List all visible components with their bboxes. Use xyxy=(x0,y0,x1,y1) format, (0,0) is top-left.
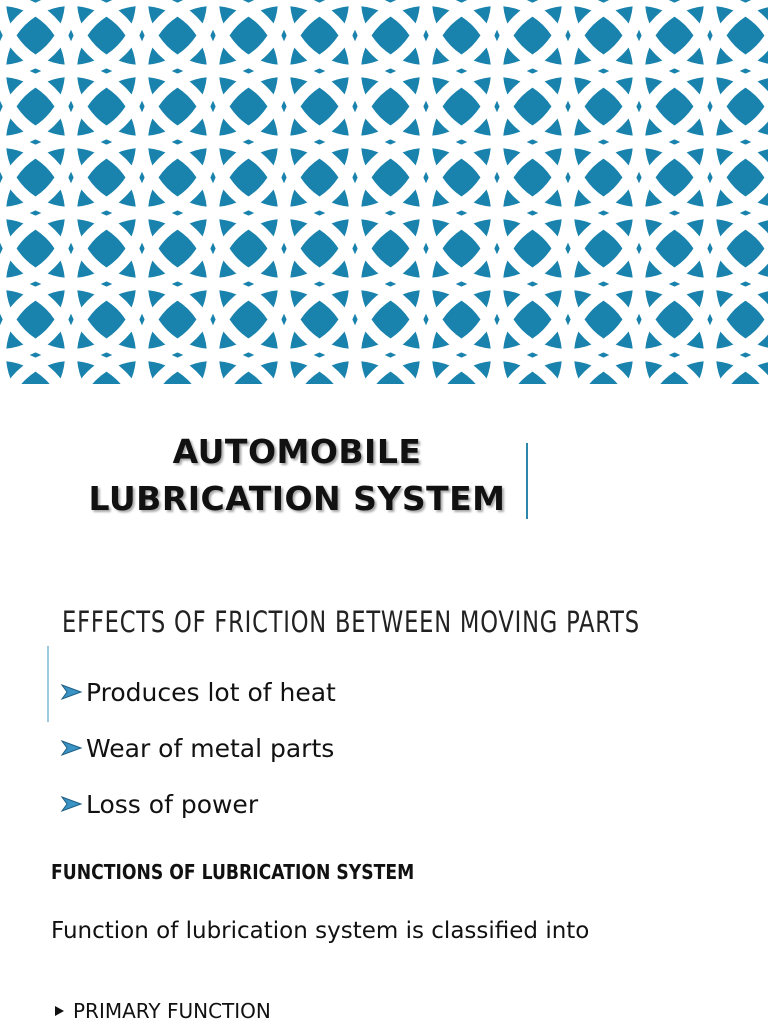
functions-intro: Function of lubrication system is classi… xyxy=(51,918,590,944)
list-item-text: Wear of metal parts xyxy=(86,733,335,763)
arrow-right-icon xyxy=(60,795,83,813)
pattern-circle xyxy=(361,349,491,384)
section-heading: EFFECTS OF FRICTION BETWEEN MOVING PARTS xyxy=(62,605,640,639)
list-item: Wear of metal parts xyxy=(60,720,336,776)
effects-list: Produces lot of heat Wear of metal parts… xyxy=(60,664,336,832)
pattern-circle xyxy=(77,349,207,384)
list-item-text: Loss of power xyxy=(86,789,259,819)
accent-divider xyxy=(47,646,49,722)
title-block: AUTOMOBILE LUBRICATION SYSTEM xyxy=(60,428,534,522)
list-item: Loss of power xyxy=(60,776,336,832)
title-divider xyxy=(526,443,528,519)
list-item: Produces lot of heat xyxy=(60,664,336,720)
pattern-circle xyxy=(645,349,768,384)
functions-heading: FUNCTIONS OF LUBRICATION SYSTEM xyxy=(51,860,415,884)
title-line-1: AUTOMOBILE xyxy=(172,432,422,471)
arrow-right-icon xyxy=(60,683,83,701)
list-item-text: Produces lot of heat xyxy=(86,677,336,707)
pattern-circle xyxy=(574,349,704,384)
circle-pattern-graphic xyxy=(0,0,768,384)
title-line-2: LUBRICATION SYSTEM xyxy=(88,479,506,518)
pattern-circle xyxy=(432,349,562,384)
pattern-circle xyxy=(290,349,420,384)
pattern-circle xyxy=(219,349,349,384)
pattern-circle xyxy=(148,349,278,384)
list-item-text: PRIMARY FUNCTION xyxy=(73,999,271,1023)
triangle-bullet-icon xyxy=(55,1006,64,1016)
arrow-right-icon xyxy=(60,739,83,757)
list-item: PRIMARY FUNCTION xyxy=(55,997,271,1024)
decorative-banner xyxy=(0,0,768,384)
pattern-circle xyxy=(503,349,633,384)
pattern-circle xyxy=(6,349,136,384)
